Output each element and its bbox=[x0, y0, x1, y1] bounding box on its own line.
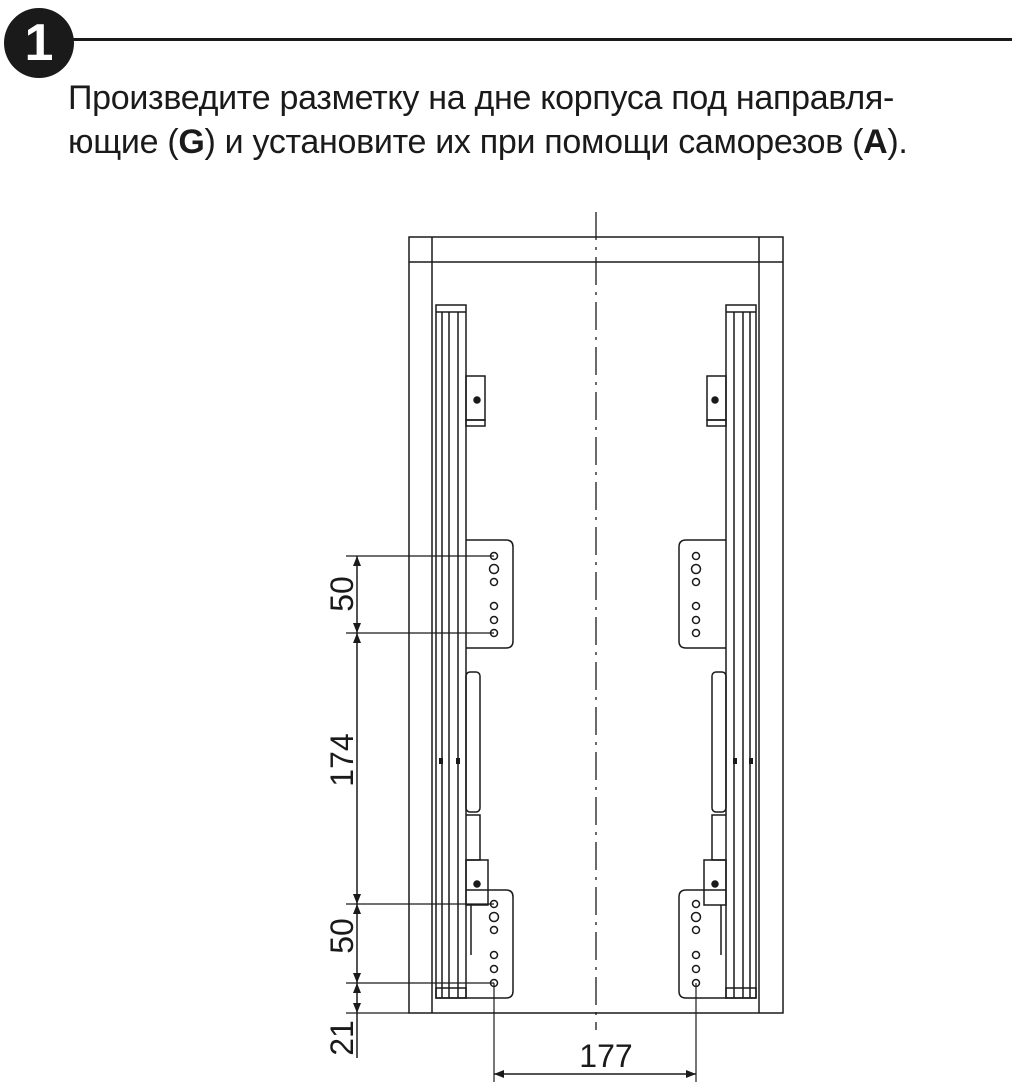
step-number-badge: 1 bbox=[4, 8, 74, 78]
label-a: A bbox=[863, 123, 888, 161]
right-runner-rail bbox=[678, 304, 757, 999]
dim-label-top-50: 50 bbox=[324, 576, 360, 612]
vertical-extension-lines bbox=[346, 555, 494, 1014]
right-upper-plate-holes bbox=[690, 551, 702, 638]
left-lower-plate-holes bbox=[488, 899, 500, 988]
header-rule bbox=[70, 38, 1012, 41]
instruction-line-1: Произведите разметку на дне корпуса под … bbox=[68, 79, 895, 117]
dim-label-174: 174 bbox=[324, 733, 360, 786]
instruction-line-2-start: ющие ( bbox=[68, 123, 179, 161]
instruction-line-2: ющие (G) и установите их при помощи само… bbox=[68, 120, 1013, 164]
dim-label-177: 177 bbox=[579, 1038, 632, 1074]
left-runner-rail bbox=[435, 304, 514, 999]
dim-label-bottom-50: 50 bbox=[324, 918, 360, 954]
dim-label-21: 21 bbox=[324, 1020, 360, 1056]
instruction-line-2-middle: ) и установите их при помощи саморезов ( bbox=[204, 123, 864, 161]
right-lower-plate-holes bbox=[690, 899, 702, 988]
instruction-text: Произведите разметку на дне корпуса под … bbox=[68, 76, 1013, 164]
instruction-line-2-end: ). bbox=[887, 123, 908, 161]
left-upper-plate-holes bbox=[488, 551, 500, 638]
label-g: G bbox=[178, 123, 205, 161]
